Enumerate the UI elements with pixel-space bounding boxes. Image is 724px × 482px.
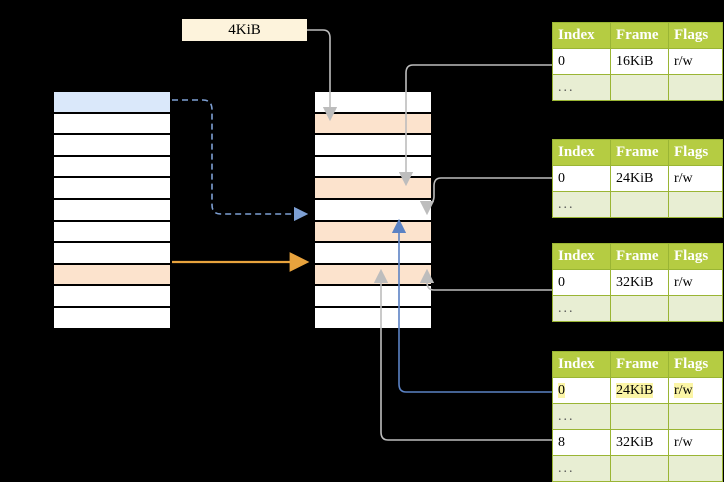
virtual-page-row-6[interactable] [53, 220, 171, 243]
cell-frame [610, 403, 669, 430]
table-header-row: Index Frame Flags [552, 22, 723, 49]
cell-index: ... [552, 455, 611, 482]
table-row[interactable]: 0 16KiB r/w [552, 48, 723, 75]
cell-frame: 32KiB [610, 429, 669, 456]
cell-index: ... [552, 191, 611, 218]
virtual-page-row-1[interactable] [53, 112, 171, 135]
cell-index-text: 0 [558, 382, 565, 398]
virtual-address-space-table [52, 90, 172, 329]
virtual-page-row-3[interactable] [53, 155, 171, 178]
physical-frame-row-3[interactable] [314, 155, 432, 178]
cell-index: ... [552, 403, 611, 430]
table-row[interactable]: ... [552, 403, 723, 430]
table-row[interactable]: ... [552, 74, 723, 101]
virtual-page-row-4[interactable] [53, 177, 171, 199]
table-row[interactable]: 0 32KiB r/w [552, 269, 723, 296]
cell-flags [668, 74, 723, 101]
cell-index: ... [552, 74, 611, 101]
column-header-frame: Frame [610, 139, 669, 166]
virtual-page-row-7[interactable] [53, 242, 171, 264]
physical-frame-row-10[interactable] [314, 306, 432, 329]
column-header-frame: Frame [610, 243, 669, 270]
virtual-page-row-10[interactable] [53, 306, 171, 329]
physical-frame-row-2[interactable] [314, 134, 432, 156]
page-table-level-3: Index Frame Flags 0 24KiB r/w ... [552, 139, 723, 218]
connector-table2-to-frame [419, 177, 552, 216]
column-header-flags: Flags [668, 139, 723, 166]
cell-index: 0 [552, 165, 611, 192]
physical-memory-table [313, 90, 433, 329]
cell-flags: r/w [668, 165, 723, 192]
cell-frame: 24KiB [610, 165, 669, 192]
page-size-label: 4KiB [182, 19, 307, 41]
physical-frame-row-7[interactable] [314, 242, 432, 264]
cell-flags: r/w [668, 269, 723, 296]
table-header-row: Index Frame Flags [552, 243, 723, 270]
virtual-page-row-9[interactable] [53, 285, 171, 307]
virtual-page-row-8[interactable] [53, 263, 171, 286]
table-row[interactable]: 0 24KiB r/w [552, 165, 723, 192]
table-row[interactable]: ... [552, 295, 723, 322]
virtual-page-row-2[interactable] [53, 134, 171, 156]
cell-index: ... [552, 295, 611, 322]
cell-frame: 32KiB [610, 269, 669, 296]
cell-frame [610, 74, 669, 101]
virtual-page-row-0[interactable] [53, 91, 171, 113]
table-row[interactable]: 8 32KiB r/w [552, 429, 723, 456]
cell-index: 8 [552, 429, 611, 456]
cell-index: 0 [552, 269, 611, 296]
cell-flags [668, 455, 723, 482]
physical-frame-row-9[interactable] [314, 285, 432, 307]
cell-flags-text: r/w [674, 382, 693, 398]
table-row-highlighted[interactable]: 0 24KiB r/w [552, 377, 723, 404]
cell-flags: r/w [668, 429, 723, 456]
connector-virtual-page-dashed [172, 99, 309, 222]
physical-frame-row-1[interactable] [314, 112, 432, 135]
cell-frame [610, 295, 669, 322]
cell-frame [610, 455, 669, 482]
physical-frame-row-8[interactable] [314, 263, 432, 286]
connector-table3-to-frame [419, 268, 552, 291]
column-header-frame: Frame [610, 351, 669, 378]
cell-frame: 24KiB [610, 377, 669, 404]
physical-frame-row-6[interactable] [314, 220, 432, 243]
cell-flags: r/w [668, 377, 723, 404]
cell-frame [610, 191, 669, 218]
cell-flags [668, 191, 723, 218]
column-header-flags: Flags [668, 22, 723, 49]
cell-flags [668, 403, 723, 430]
table-header-row: Index Frame Flags [552, 351, 723, 378]
virtual-page-row-5[interactable] [53, 198, 171, 221]
physical-frame-row-0[interactable] [314, 91, 432, 113]
cell-frame-text: 24KiB [616, 382, 654, 398]
cell-flags: r/w [668, 48, 723, 75]
physical-frame-row-4[interactable] [314, 177, 432, 199]
page-table-level-2: Index Frame Flags 0 32KiB r/w ... [552, 243, 723, 322]
cell-index: 0 [552, 377, 611, 404]
column-header-index: Index [552, 22, 611, 49]
cell-frame: 16KiB [610, 48, 669, 75]
column-header-flags: Flags [668, 351, 723, 378]
cell-flags [668, 295, 723, 322]
page-size-text: 4KiB [228, 21, 261, 38]
cell-index: 0 [552, 48, 611, 75]
column-header-frame: Frame [610, 22, 669, 49]
column-header-index: Index [552, 139, 611, 166]
column-header-index: Index [552, 243, 611, 270]
physical-frame-row-5[interactable] [314, 198, 432, 221]
table-row[interactable]: ... [552, 191, 723, 218]
page-table-level-4: Index Frame Flags 0 16KiB r/w ... [552, 22, 723, 101]
column-header-index: Index [552, 351, 611, 378]
table-row[interactable]: ... [552, 455, 723, 482]
column-header-flags: Flags [668, 243, 723, 270]
page-table-level-1: Index Frame Flags 0 24KiB r/w ... 8 32Ki… [552, 351, 723, 482]
table-header-row: Index Frame Flags [552, 139, 723, 166]
